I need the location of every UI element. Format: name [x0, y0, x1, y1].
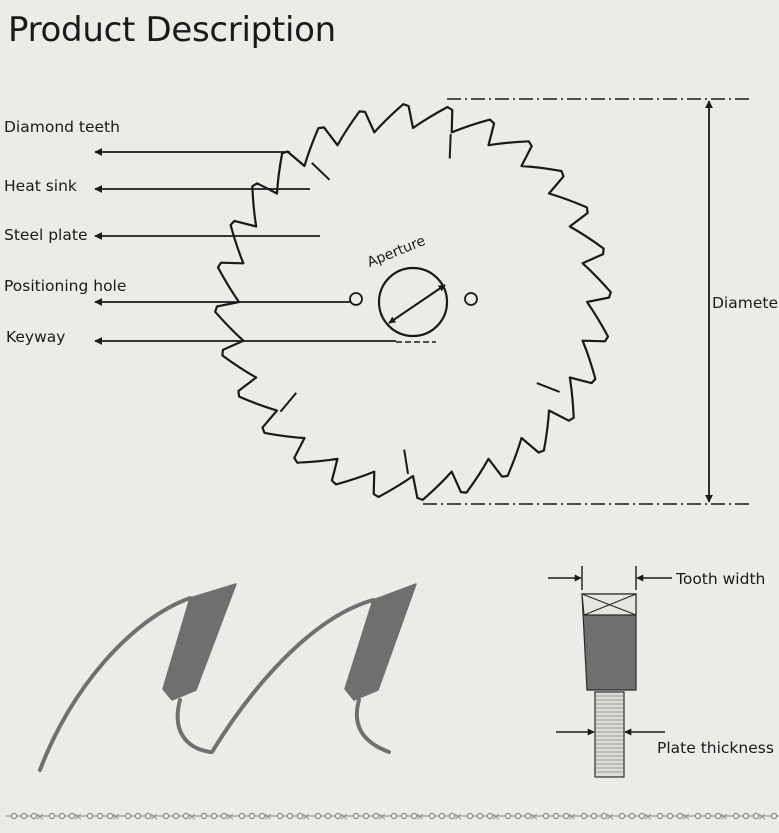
svg-text:×: × [377, 810, 386, 823]
label-plate-thickness: Plate thickness [657, 739, 774, 757]
svg-text:×: × [757, 810, 766, 823]
decorative-border: ××××××××××××××××××××× [6, 810, 779, 823]
tooth-closeup [38, 583, 417, 772]
svg-text:×: × [35, 810, 44, 823]
positioning-hole-left [349, 292, 363, 306]
svg-text:×: × [149, 810, 158, 823]
svg-text:×: × [263, 810, 272, 823]
svg-text:×: × [491, 810, 500, 823]
svg-text:×: × [73, 810, 82, 823]
label-diamond-teeth: Diamond teeth [4, 118, 120, 136]
svg-text:×: × [453, 810, 462, 823]
svg-text:×: × [415, 810, 424, 823]
svg-text:×: × [643, 810, 652, 823]
svg-text:×: × [187, 810, 196, 823]
svg-text:×: × [605, 810, 614, 823]
label-heat-sink: Heat sink [4, 177, 77, 195]
svg-text:×: × [111, 810, 120, 823]
svg-text:×: × [719, 810, 728, 823]
aperture-dimension-arrow [388, 284, 446, 324]
plate-section [594, 691, 625, 778]
label-tooth-width: Tooth width [676, 570, 766, 588]
svg-text:×: × [529, 810, 538, 823]
svg-text:×: × [301, 810, 310, 823]
svg-text:×: × [339, 810, 348, 823]
page-title: Product Description [8, 10, 336, 50]
label-positioning-hole: Positioning hole [4, 277, 127, 295]
aperture-hole [377, 266, 449, 338]
label-keyway: Keyway [6, 328, 66, 346]
label-steel-plate: Steel plate [4, 226, 88, 244]
positioning-hole-right [464, 292, 478, 306]
tooth-cross-section [548, 566, 672, 778]
svg-text:×: × [681, 810, 690, 823]
label-diameter: Diamete [712, 294, 778, 312]
svg-text:×: × [567, 810, 576, 823]
heat-sink-slots [279, 134, 560, 475]
svg-text:×: × [225, 810, 234, 823]
